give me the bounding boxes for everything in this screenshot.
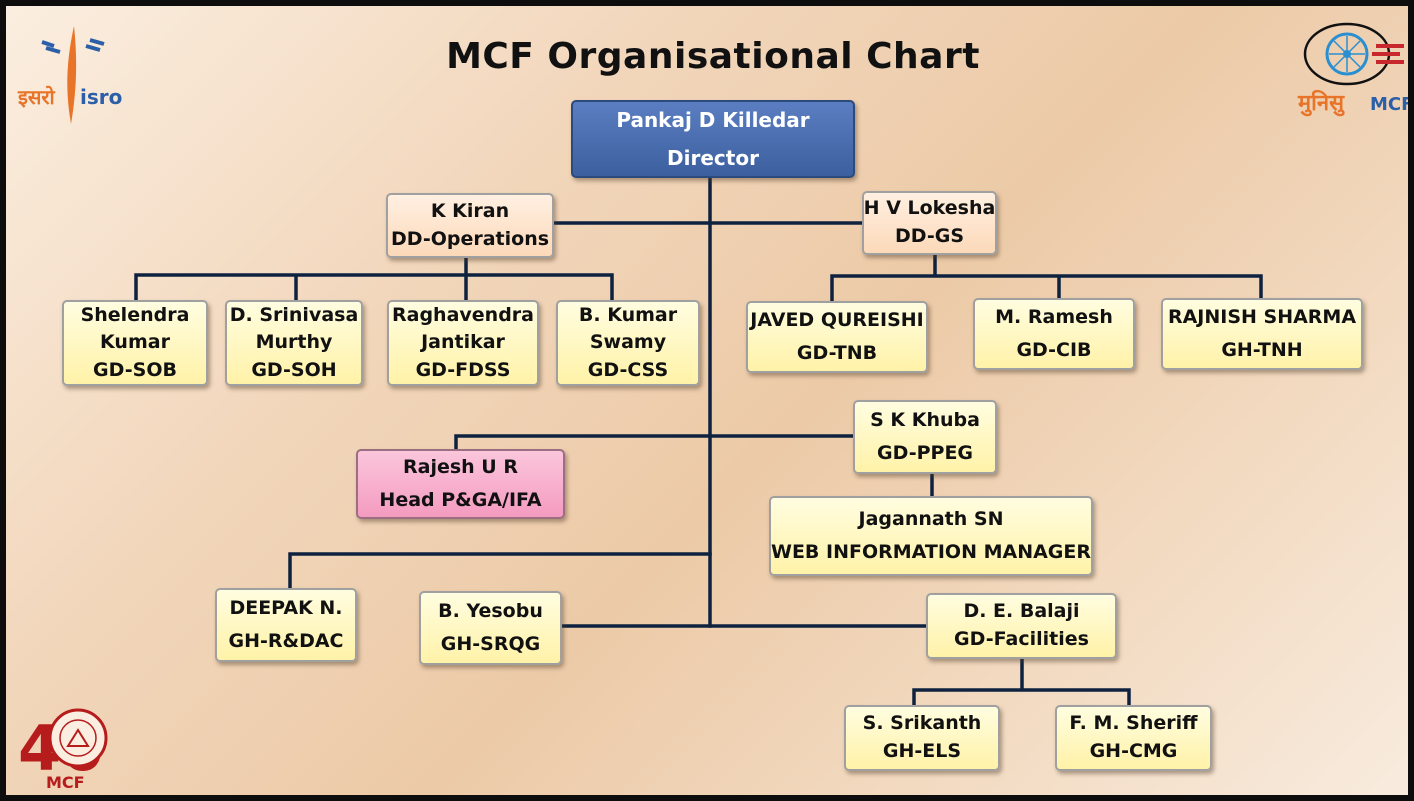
gd-sob-role: GD-SOB (93, 358, 177, 381)
gd-sob-name-line2: Kumar (100, 331, 170, 354)
mcf-logo: मुनिसु MCF (1297, 22, 1412, 117)
svg-text:MCF: MCF (1370, 94, 1412, 115)
gh-rdac-name: DEEPAK N. (229, 596, 343, 619)
gh-els-box: S. Srikanth GH-ELS (844, 705, 1000, 771)
gh-cmg-name: F. M. Sheriff (1069, 712, 1198, 735)
gd-ppeg-name: S K Khuba (870, 408, 980, 431)
web-info-manager-name: Jagannath SN (858, 507, 1004, 530)
gd-fdss-role: GD-FDSS (415, 358, 511, 381)
gd-css-role: GD-CSS (587, 358, 669, 381)
gd-tnb-box: JAVED QUREISHI GD-TNB (746, 301, 928, 373)
gd-cib-box: M. Ramesh GD-CIB (973, 298, 1135, 370)
svg-text:MCF: MCF (46, 773, 85, 790)
svg-text:मुनिसु: मुनिसु (1297, 89, 1345, 117)
gh-srqg-box: B. Yesobu GH-SRQG (419, 591, 562, 665)
dd-operations-box: K Kiran DD-Operations (386, 193, 554, 258)
page-title: MCF Organisational Chart (446, 36, 980, 77)
svg-text:इसरो: इसरो (17, 85, 56, 109)
dd-operations-role: DD-Operations (390, 227, 550, 250)
rdac-branch-line (288, 552, 712, 592)
director-box: Pankaj D Killedar Director (571, 100, 855, 178)
gd-facilities-name: D. E. Balaji (963, 600, 1080, 623)
dd-gs-role: DD-GS (894, 225, 965, 247)
gd-cib-role: GD-CIB (1016, 339, 1092, 361)
gh-tnh-name: RAJNISH SHARMA (1167, 305, 1357, 328)
gh-rdac-role: GH-R&DAC (228, 630, 344, 652)
dd-ops-drop-line (134, 256, 614, 303)
gd-sob-box: Shelendra Kumar GD-SOB (62, 300, 208, 386)
gd-css-box: B. Kumar Swamy GD-CSS (556, 300, 700, 386)
gh-els-name: S. Srikanth (862, 712, 982, 735)
head-pga-name: Rajesh U R (403, 455, 518, 478)
gd-soh-name-line2: Murthy (255, 331, 333, 354)
gd-css-name-line2: Swamy (589, 331, 667, 354)
gd-ppeg-role: GD-PPEG (876, 442, 974, 464)
director-role: Director (667, 146, 759, 170)
dd-gs-drop-line (830, 252, 1263, 304)
director-name: Pankaj D Killedar (616, 108, 810, 132)
gd-tnb-name: JAVED QUREISHI (750, 308, 924, 331)
gh-tnh-role: GH-TNH (1221, 339, 1303, 361)
facilities-drop-line (912, 656, 1131, 708)
gh-tnh-box: RAJNISH SHARMA GH-TNH (1161, 298, 1363, 370)
gh-srqg-role: GH-SRQG (440, 633, 541, 655)
isro-logo: इसरो isro (17, 26, 122, 124)
gh-srqg-name: B. Yesobu (438, 599, 543, 622)
gd-css-name-line1: B. Kumar (578, 303, 678, 326)
head-pga-box: Rajesh U R Head P&GA/IFA (356, 449, 565, 519)
gd-soh-role: GD-SOH (251, 358, 337, 381)
gd-soh-name-line1: D. Srinivasa (229, 303, 359, 326)
gh-els-role: GH-ELS (882, 740, 962, 762)
gh-cmg-role: GH-CMG (1089, 740, 1178, 762)
gd-tnb-role: GD-TNB (796, 342, 878, 364)
gd-facilities-box: D. E. Balaji GD-Facilities (926, 593, 1117, 659)
web-info-manager-box: Jagannath SN WEB INFORMATION MANAGER (769, 496, 1093, 576)
dd-gs-name: H V Lokesha (863, 197, 996, 220)
head-pga-role: Head P&GA/IFA (379, 489, 542, 511)
dd-operations-name: K Kiran (430, 199, 510, 222)
gd-facilities-role: GD-Facilities (954, 628, 1089, 650)
dd-gs-box: H V Lokesha DD-GS (862, 191, 997, 255)
svg-text:isro: isro (80, 85, 122, 109)
gh-rdac-box: DEEPAK N. GH-R&DAC (215, 588, 357, 662)
gd-ppeg-box: S K Khuba GD-PPEG (853, 400, 997, 474)
web-info-manager-role: WEB INFORMATION MANAGER (770, 541, 1092, 563)
gd-cib-name: M. Ramesh (995, 305, 1113, 328)
anniversary-logo: 40 MCF (18, 708, 108, 790)
gd-fdss-box: Raghavendra Jantikar GD-FDSS (387, 300, 539, 386)
gd-fdss-name-line1: Raghavendra (392, 303, 534, 326)
gd-fdss-name-line2: Jantikar (421, 331, 505, 354)
gh-cmg-box: F. M. Sheriff GH-CMG (1055, 705, 1212, 771)
gd-sob-name-line1: Shelendra (80, 303, 190, 326)
gd-soh-box: D. Srinivasa Murthy GD-SOH (225, 300, 363, 386)
